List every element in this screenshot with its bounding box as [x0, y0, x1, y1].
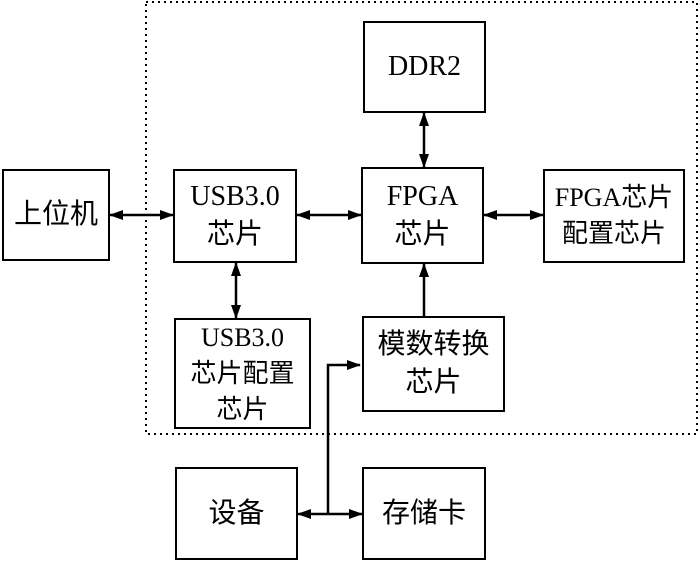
usb-chip-label-line1: USB3.0 [190, 181, 280, 212]
fpga-config-chip-label-line2: 配置芯片 [561, 219, 666, 248]
host-pc-block: 上位机 [2, 169, 110, 261]
fpga-chip-block: FPGA 芯片 [361, 167, 484, 264]
memory-card-label: 存储卡 [381, 497, 466, 529]
host-pc-label: 上位机 [13, 199, 98, 230]
ddr2-block: DDR2 [363, 21, 486, 113]
adc-chip-label-line2: 芯片 [405, 367, 462, 398]
usb-config-chip-block: USB3.0 芯片配置 芯片 [174, 318, 311, 429]
fpga-chip-label-line2: 芯片 [394, 218, 451, 250]
usb-config-chip-label-line3: 芯片 [216, 394, 269, 424]
usb-config-chip-label-line2: 芯片配置 [190, 358, 295, 388]
usb-chip-block: USB3.0 芯片 [173, 169, 297, 263]
ddr2-label: DDR2 [387, 51, 462, 82]
adc-chip-label-line1: 模数转换 [377, 329, 490, 360]
arrow-bus-adc [326, 360, 361, 514]
fpga-config-chip-block: FPGA芯片 配置芯片 [543, 169, 685, 263]
usb-chip-label-line2: 芯片 [206, 219, 263, 250]
fpga-chip-label-line1: FPGA [386, 180, 459, 212]
device-label: 设备 [208, 497, 265, 529]
adc-chip-block: 模数转换 芯片 [362, 316, 505, 412]
fpga-config-chip-label-line1: FPGA芯片 [554, 183, 674, 212]
device-block: 设备 [175, 467, 298, 560]
usb-config-chip-label-line1: USB3.0 [200, 322, 285, 352]
memory-card-block: 存储卡 [362, 467, 486, 560]
